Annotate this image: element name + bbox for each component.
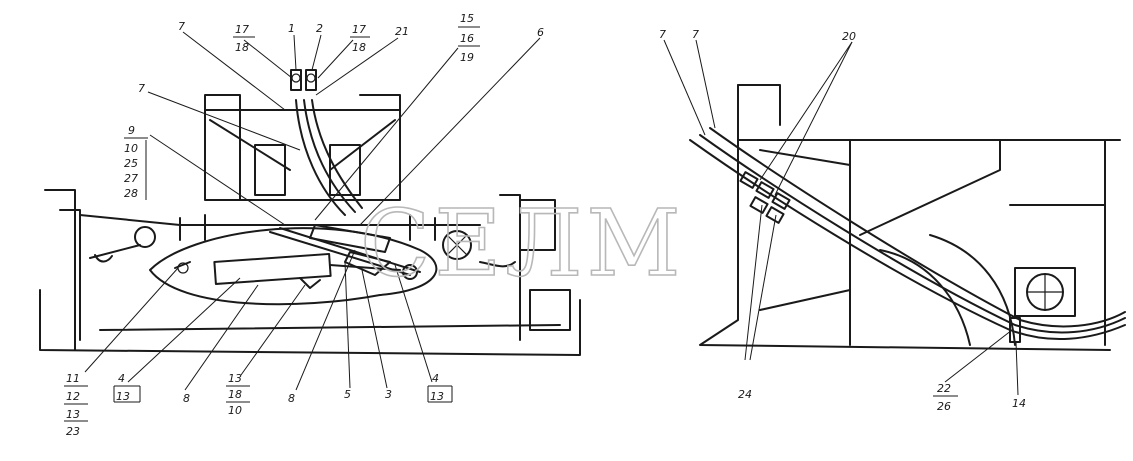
- callout-22: 22: [937, 382, 951, 395]
- callout-3: 3: [385, 388, 392, 401]
- callout-12: 12: [66, 390, 80, 403]
- right-labels: 7 7 20 24 22 26 14: [659, 28, 1026, 413]
- callout-20: 20: [842, 30, 856, 43]
- callout-8-b: 8: [288, 392, 295, 405]
- callout-13-c: 13: [228, 372, 242, 385]
- callout-1: 1: [288, 22, 295, 35]
- callout-7-top: 7: [178, 20, 185, 33]
- callout-10-b: 10: [228, 404, 242, 417]
- callout-21: 21: [395, 25, 409, 38]
- callout-7-right-b: 7: [692, 28, 699, 41]
- watermark-text: СЕЛМ: [360, 190, 685, 297]
- callout-13-a: 13: [66, 408, 80, 421]
- callout-7-mid: 7: [138, 82, 145, 95]
- callout-11: 11: [66, 372, 80, 385]
- callout-4-b: 4: [432, 372, 439, 385]
- callout-24: 24: [738, 388, 752, 401]
- callout-17-a: 17: [235, 23, 249, 36]
- callout-18-c: 18: [228, 388, 242, 401]
- callout-4-a: 4: [118, 372, 125, 385]
- callout-9: 9: [128, 124, 135, 137]
- callout-16: 16: [460, 32, 474, 45]
- callout-7-right-a: 7: [659, 28, 666, 41]
- callout-27: 27: [124, 172, 138, 185]
- callout-2: 2: [316, 22, 323, 35]
- callout-28: 28: [124, 187, 138, 200]
- callout-17-b: 17: [352, 23, 366, 36]
- callout-15: 15: [460, 12, 474, 25]
- callout-14: 14: [1012, 397, 1026, 410]
- callout-25: 25: [124, 157, 138, 170]
- callout-26: 26: [937, 400, 951, 413]
- right-leader-lines: [663, 39, 1019, 396]
- callout-13-d: 13: [430, 390, 444, 403]
- callout-19: 19: [460, 51, 474, 64]
- callout-10: 10: [124, 142, 138, 155]
- callout-18-b: 18: [352, 41, 366, 54]
- callout-23: 23: [66, 425, 80, 438]
- callout-6-top: 6: [537, 26, 544, 39]
- callout-8-a: 8: [183, 392, 190, 405]
- callout-5: 5: [344, 388, 351, 401]
- left-leader-lines: [84, 31, 541, 391]
- callout-18-a: 18: [235, 41, 249, 54]
- callout-13-b: 13: [116, 390, 130, 403]
- right-assembly: [689, 84, 1126, 351]
- left-labels: 7 17 18 1 2 17 18 21 15 16 19 6 7 9 10 2…: [64, 12, 544, 438]
